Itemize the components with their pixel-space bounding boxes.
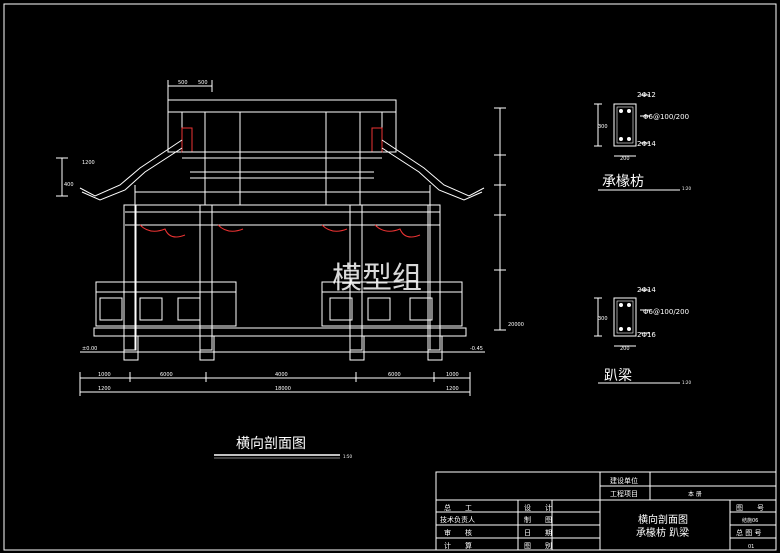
watermark: 模型组: [332, 261, 422, 296]
tb-construction-unit: 建设单位: [610, 476, 638, 485]
tb-sheet-label: 总 图 号: [736, 528, 761, 537]
sheet-border: [3, 3, 777, 551]
detail-top-bottom-bars: 2Φ14: [637, 140, 656, 148]
detail-bottom: [594, 289, 680, 384]
level-left: ±0.00: [82, 346, 97, 352]
dim-total-1: 1200: [98, 386, 111, 392]
tb-drafter: 制 图: [524, 515, 552, 524]
tb-designer: 设 计: [524, 503, 552, 512]
main-section-title: 横向剖面图: [236, 436, 306, 452]
tb-drawing-title-2: 承椽枋 趴梁: [636, 526, 689, 539]
detail-top-width: 200: [620, 156, 630, 162]
tb-drawing-title-1: 横向剖面图: [638, 513, 688, 526]
detail-top-scale: 1:20: [682, 186, 691, 191]
elev-right: 20000: [508, 322, 524, 328]
dim-left-1: 1200: [82, 160, 95, 166]
tb-reviewer: 审 核: [444, 528, 472, 537]
tb-category: 图 别: [524, 541, 552, 550]
tb-technical-lead: 技术负责人: [440, 515, 475, 524]
dim-bottom-2: 6000: [160, 372, 173, 378]
dim-left-2: 400: [64, 182, 74, 188]
tb-date: 日 期: [524, 529, 552, 537]
detail-bottom-width: 200: [620, 346, 630, 352]
tb-sheet-value: 结施06: [742, 517, 758, 524]
detail-bottom-stirrups: Φ6@100/200: [643, 308, 689, 316]
detail-top-height: 300: [598, 124, 608, 130]
detail-top-title: 承椽枋: [602, 174, 644, 190]
dim-bottom-3: 4000: [275, 372, 288, 378]
dim-top-1: 500: [178, 80, 188, 86]
tb-calculator: 计 算: [444, 541, 472, 550]
detail-top-stirrups: Φ6@100/200: [643, 113, 689, 121]
level-right: -0.45: [470, 346, 483, 352]
detail-bottom-title: 趴梁: [604, 368, 632, 384]
tb-page: 01: [748, 544, 754, 550]
title-block: [435, 471, 777, 551]
tb-project-name: 工程项目: [610, 489, 638, 498]
dim-bottom-1: 1000: [98, 372, 111, 378]
tb-chief-engineer: 总 工: [444, 503, 472, 512]
tb-drawing-number-label: 图 号: [736, 504, 764, 512]
tb-project-value: 本 册: [688, 490, 702, 498]
dim-total-3: 1200: [446, 386, 459, 392]
main-section-scale: 1:50: [343, 454, 352, 459]
detail-top-top-bars: 2Φ12: [637, 91, 656, 99]
detail-bottom-scale: 1:20: [682, 380, 691, 385]
detail-bottom-bottom-bars: 2Φ16: [637, 331, 656, 339]
detail-top: [594, 94, 680, 191]
dim-top-2: 500: [198, 80, 208, 86]
detail-bottom-height: 300: [598, 316, 608, 322]
dim-bottom-5: 1000: [446, 372, 459, 378]
dim-bottom-4: 6000: [388, 372, 401, 378]
detail-bottom-top-bars: 2Φ14: [637, 286, 656, 294]
dim-total-2: 18000: [275, 386, 291, 392]
cross-section: [56, 80, 506, 396]
